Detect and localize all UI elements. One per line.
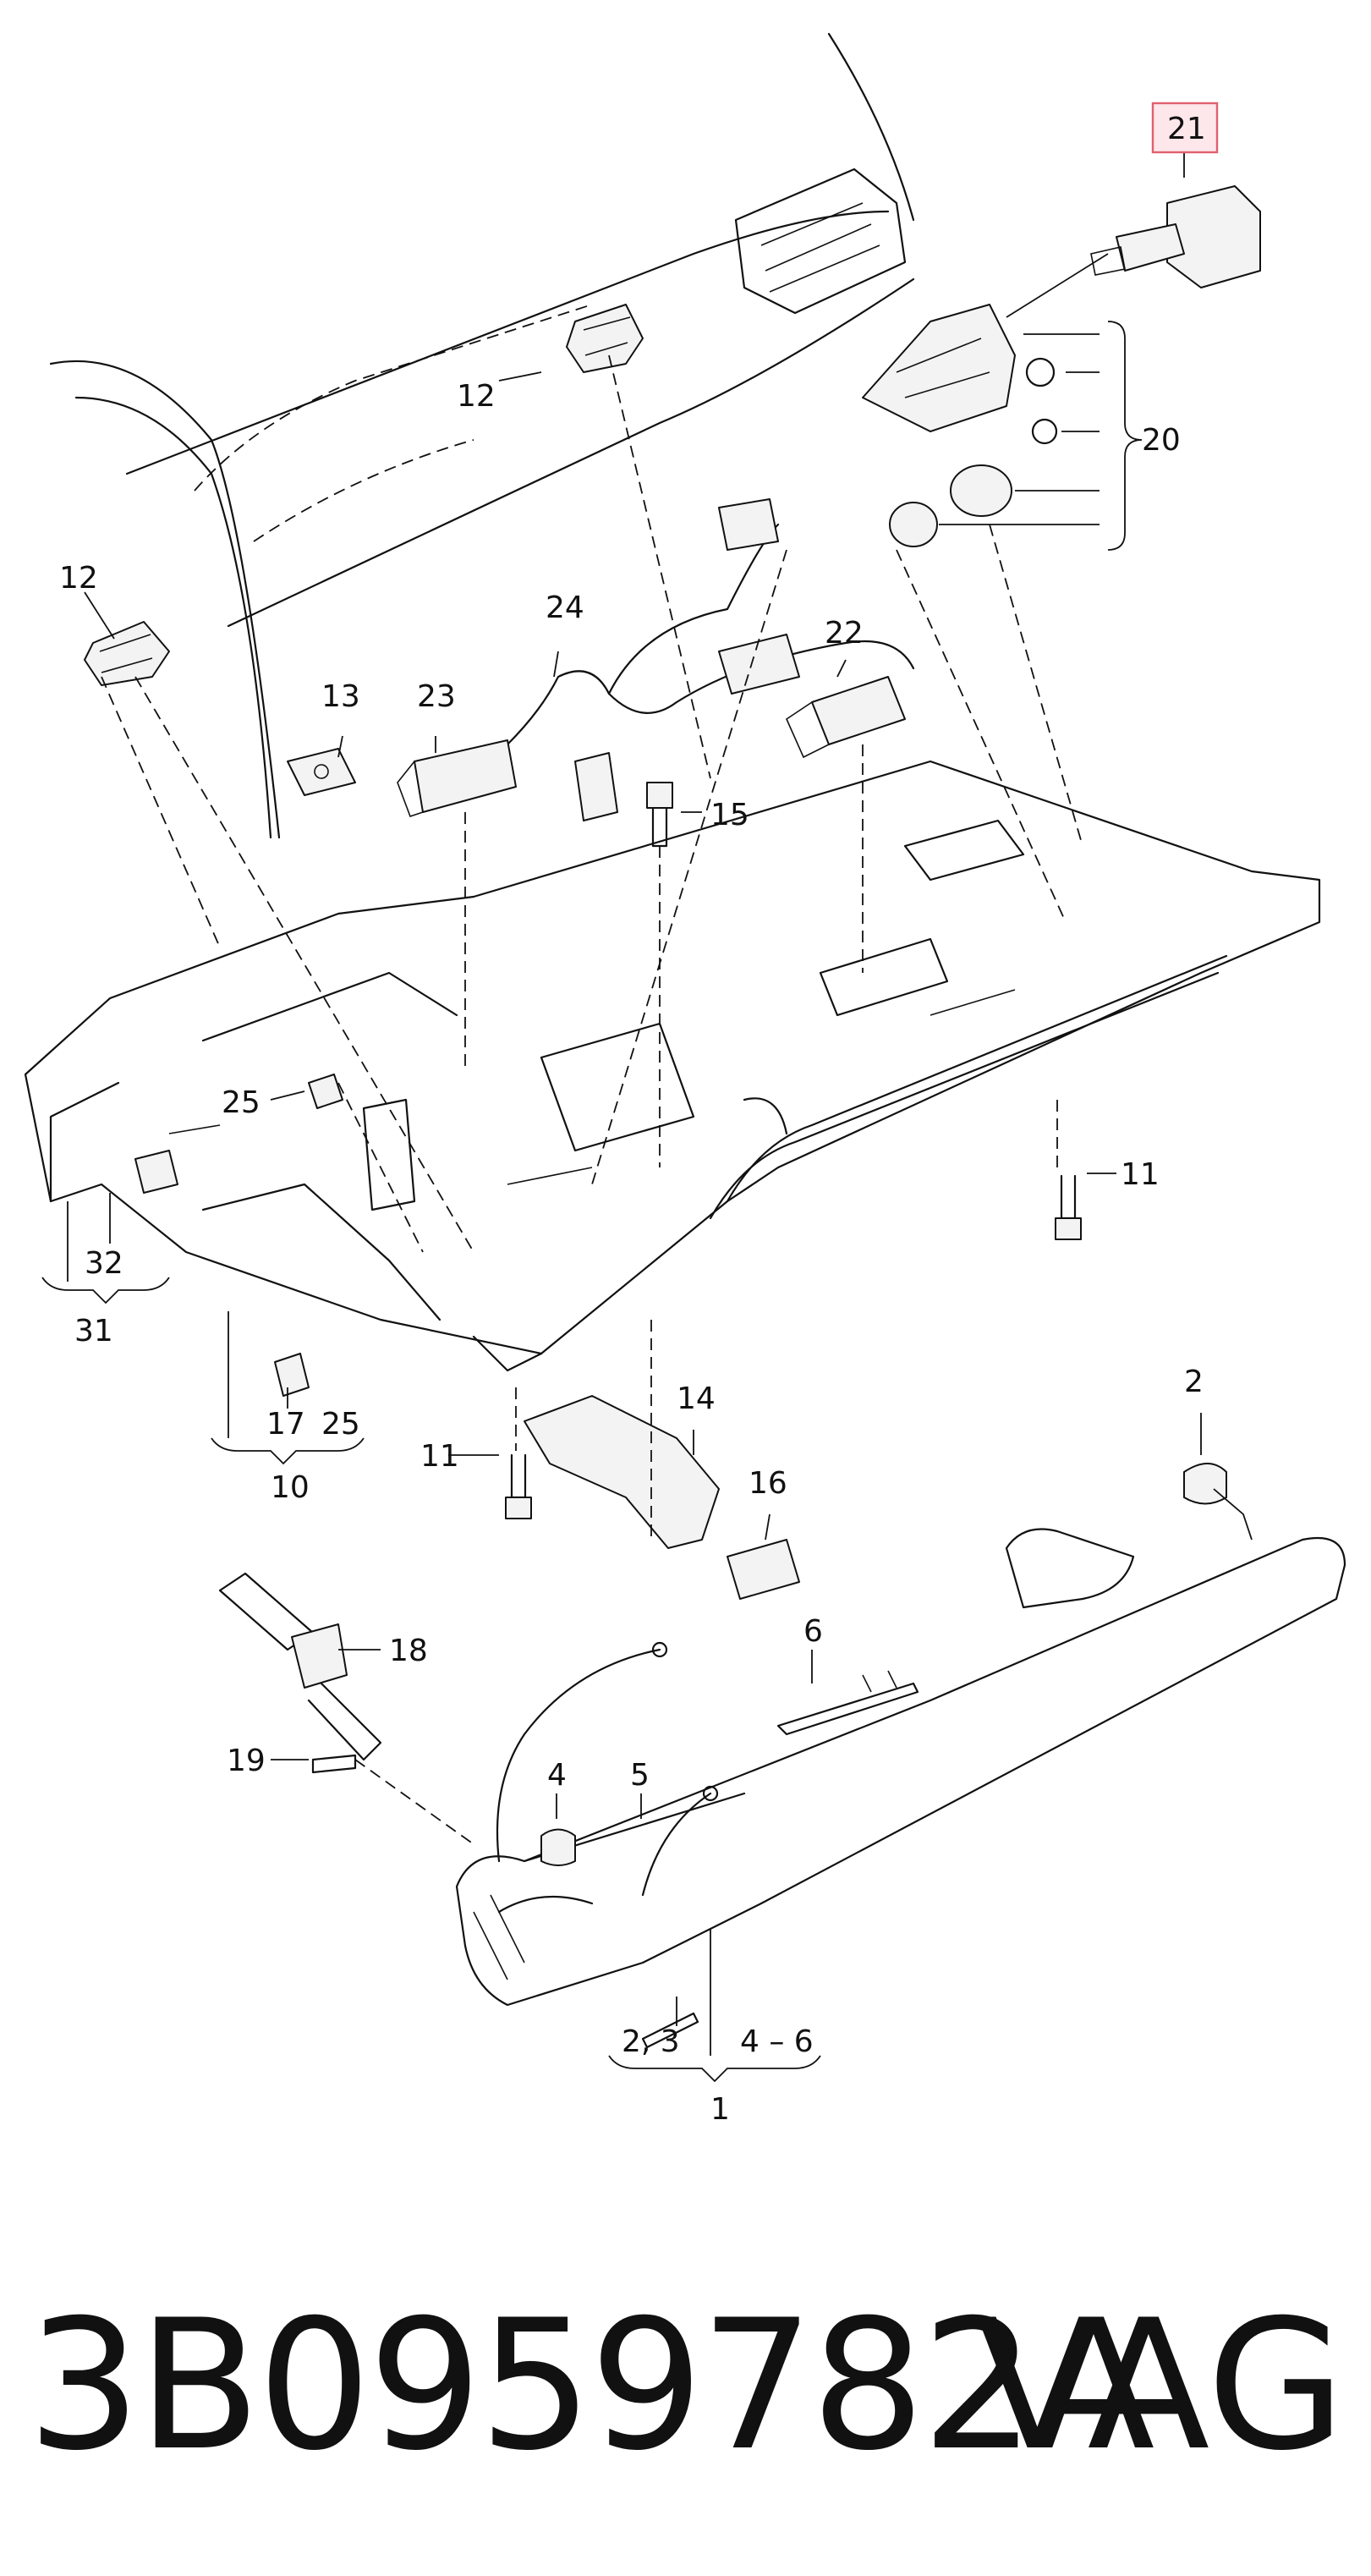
screw-15 <box>646 782 673 848</box>
plate-13 <box>287 748 356 796</box>
callout-22: 22 <box>825 616 864 651</box>
glovebox-lid-1 <box>455 1528 1346 2007</box>
callout-11-right: 11 <box>1121 1157 1160 1192</box>
exploded-parts-diagram: 21 20 12 12 24 22 13 23 15 25 11 32 31 1… <box>24 32 1346 2127</box>
clip-12-left <box>84 621 170 686</box>
callout-25-lower: 25 <box>321 1407 360 1442</box>
clip-17 <box>274 1353 310 1397</box>
callout-10: 10 <box>271 1470 310 1505</box>
cable-5 <box>496 1641 719 1897</box>
callout-2-3: 2, 3 <box>622 2024 680 2059</box>
callout-24: 24 <box>546 590 584 625</box>
callout-31: 31 <box>74 1314 113 1348</box>
callout-16: 16 <box>749 1466 787 1501</box>
part-number: 3B0959782A <box>27 2281 1155 2490</box>
bumper-4 <box>540 1828 576 1866</box>
callout-18: 18 <box>389 1634 428 1668</box>
switch-22 <box>785 676 906 759</box>
glovebox-housing <box>24 760 1321 1372</box>
bracket-14 <box>524 1395 720 1549</box>
callout-25-upper: 25 <box>222 1085 260 1120</box>
callout-leaders <box>41 371 1202 2083</box>
callout-6: 6 <box>803 1614 823 1649</box>
callout-12-left: 12 <box>59 561 98 596</box>
brand-name: VAG <box>975 2281 1346 2490</box>
harness-24 <box>506 498 915 821</box>
callout-23: 23 <box>417 679 456 714</box>
screw-19 <box>311 1754 357 1774</box>
latch-6 <box>776 1670 919 1736</box>
callout-1: 1 <box>710 2092 730 2127</box>
lock-21 <box>1090 185 1261 288</box>
callout-5: 5 <box>630 1758 650 1793</box>
callout-4: 4 <box>547 1758 567 1793</box>
clip-32 <box>134 1150 178 1194</box>
callout-13: 13 <box>321 679 360 714</box>
bumper-2 <box>1183 1463 1227 1505</box>
clip-25-upper <box>308 1074 343 1109</box>
switch-16 <box>727 1539 800 1600</box>
switch-23 <box>397 739 517 818</box>
callout-21-highlight <box>1151 102 1219 154</box>
footer: 3B0959782A VAG <box>0 2284 1371 2504</box>
callout-20: 20 <box>1142 423 1181 458</box>
callout-32: 32 <box>85 1246 123 1281</box>
mount-20 <box>862 304 1143 551</box>
callout-11-left: 11 <box>420 1439 459 1474</box>
damper-18 <box>218 1572 382 1761</box>
callout-19: 19 <box>227 1744 266 1778</box>
callout-4-6: 4 – 6 <box>740 2024 814 2059</box>
callout-labels: 21 20 12 12 24 22 13 23 15 25 11 32 31 1… <box>59 102 1219 2127</box>
callout-17: 17 <box>266 1407 305 1442</box>
callout-15: 15 <box>710 798 749 832</box>
screw-11-right <box>1055 1174 1082 1240</box>
callout-21: 21 <box>1167 112 1206 146</box>
leader-lines <box>101 152 1253 1845</box>
callout-12-upper: 12 <box>457 379 496 414</box>
screw-11-left <box>505 1453 532 1519</box>
dashboard-outline <box>49 32 915 839</box>
callout-2: 2 <box>1184 1365 1204 1399</box>
clip-12-upper <box>566 304 644 373</box>
callout-14: 14 <box>677 1381 716 1416</box>
